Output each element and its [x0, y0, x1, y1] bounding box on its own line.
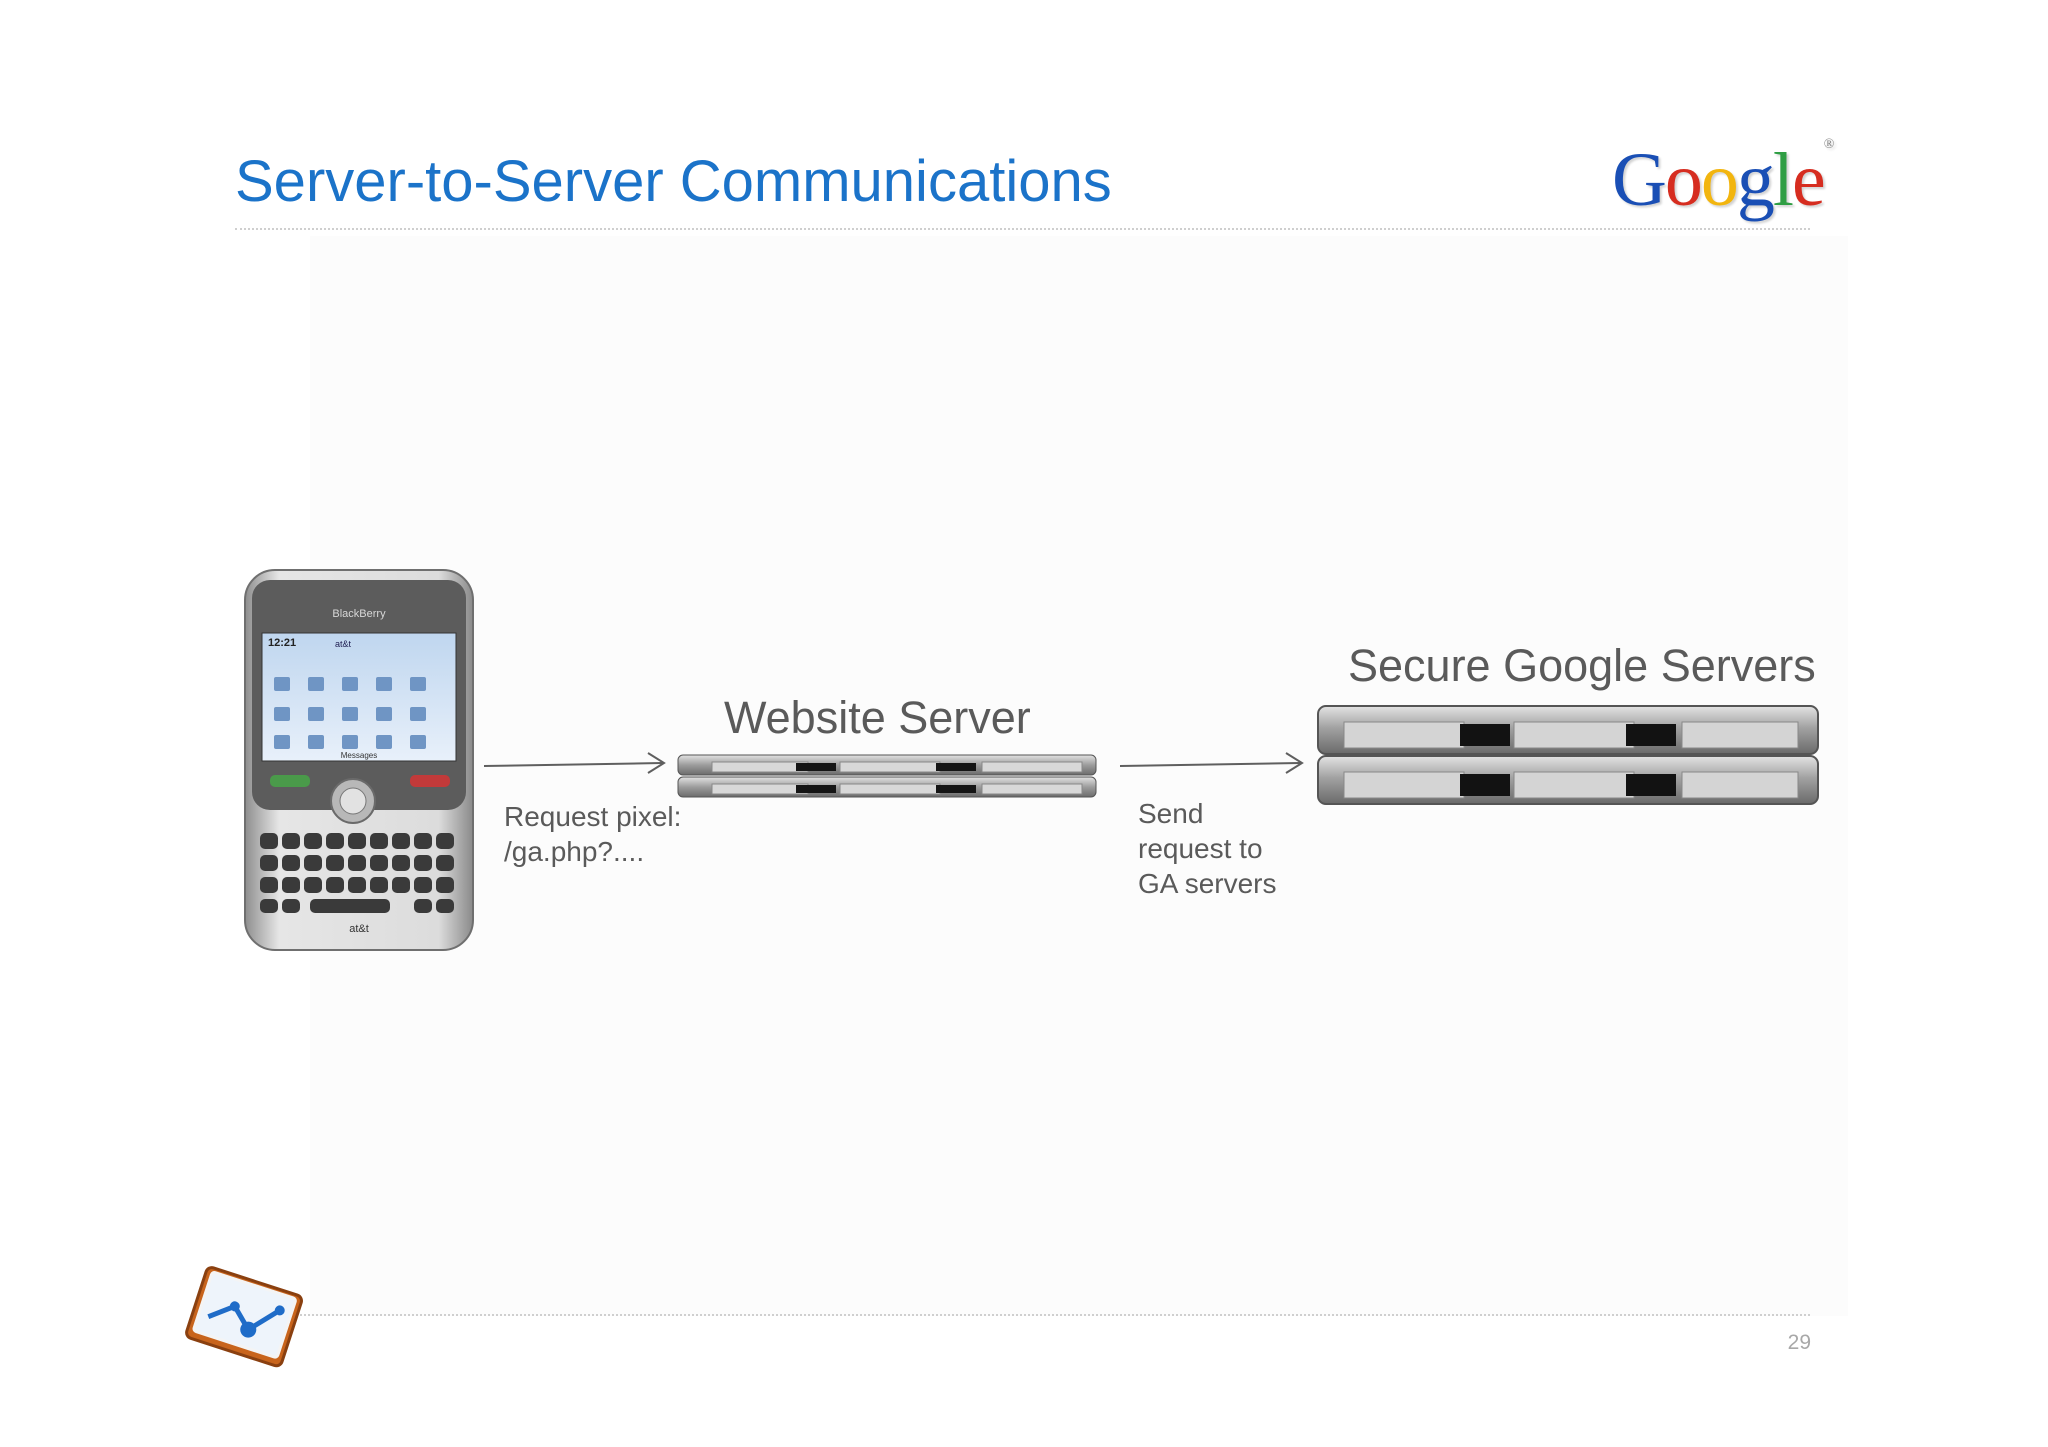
phone-carrier-logo: at&t [349, 923, 369, 935]
google-logo: Google® [1612, 137, 1835, 224]
request-label-line1: Request pixel: [504, 801, 682, 832]
phone-screen-title: Messages [341, 751, 377, 760]
footer-divider [300, 1314, 1810, 1316]
send-label-line1: Send [1138, 798, 1204, 829]
send-label-line2: request to [1138, 833, 1263, 864]
website-server-icon [677, 754, 1097, 798]
google-servers-label: Secure Google Servers [1348, 640, 1816, 691]
logo-letter-5: e [1792, 138, 1826, 222]
logo-letter-0: G [1612, 138, 1667, 222]
request-label-line2: /ga.php?.... [504, 836, 645, 867]
send-request-label: Send request to GA servers [1138, 796, 1276, 901]
send-label-line3: GA servers [1138, 868, 1277, 899]
arrow-website-to-google-servers [1119, 752, 1304, 774]
arrow-phone-to-website-server [483, 752, 666, 774]
phone-clock: 12:21 [268, 637, 296, 649]
logo-letter-4: l [1772, 138, 1794, 222]
header-divider [235, 228, 1810, 230]
google-servers-icon [1317, 705, 1819, 805]
website-server-label: Website Server [724, 692, 1031, 743]
logo-letter-3: g [1736, 138, 1775, 222]
trademark-symbol: ® [1823, 137, 1835, 152]
logo-letter-1: o [1664, 138, 1703, 222]
blackberry-phone-icon: BlackBerry 12:21 at&t Messages [244, 569, 474, 951]
logo-letter-2: o [1700, 138, 1739, 222]
google-logo-letters: Google [1612, 138, 1826, 222]
phone-brand: BlackBerry [332, 608, 386, 620]
slide-title: Server-to-Server Communications [235, 149, 1112, 214]
request-pixel-label: Request pixel: /ga.php?.... [504, 799, 681, 869]
phone-carrier: at&t [335, 639, 352, 649]
google-analytics-logo-icon [185, 1266, 303, 1368]
page-number: 29 [1787, 1331, 1811, 1354]
